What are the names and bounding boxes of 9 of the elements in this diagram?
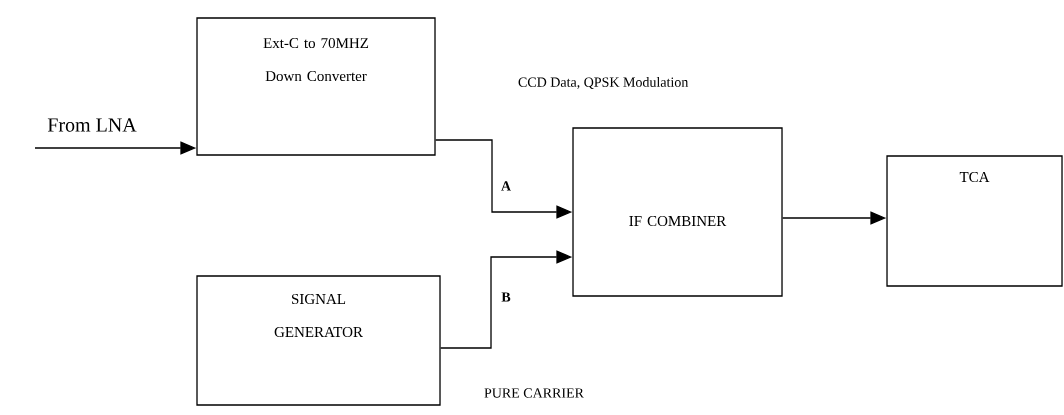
signal-note: PURE CARRIER (484, 388, 584, 398)
edge-label: A (501, 181, 511, 191)
block-box: TCA (886, 155, 1063, 287)
edge-label: B (501, 292, 511, 302)
block-box: Ext-C to 70MHZ Down Converter (196, 17, 436, 156)
block-box: SIGNAL GENERATOR (196, 275, 441, 406)
signal-note: CCD Data, QPSK Modulation (518, 77, 689, 89)
block-box: IF COMBINER (572, 127, 783, 297)
edge-label: From LNA (47, 118, 137, 132)
